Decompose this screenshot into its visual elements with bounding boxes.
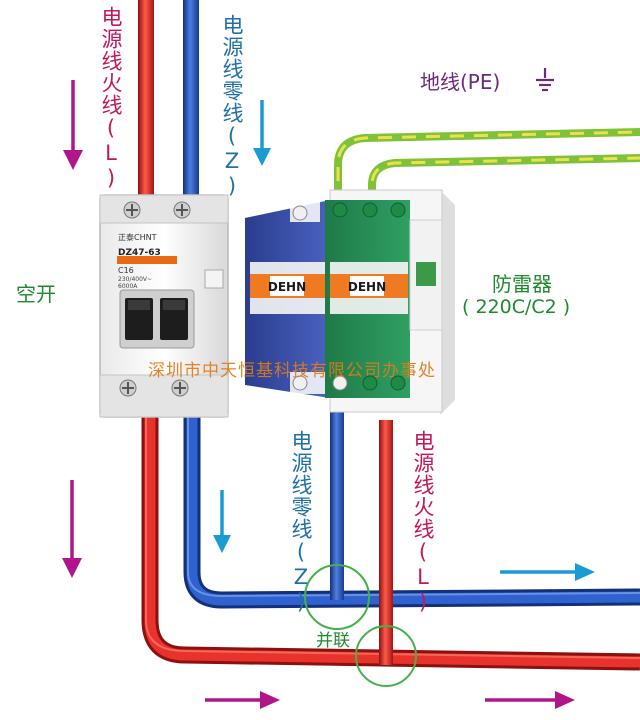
label-earth: 地线(PE) — [420, 70, 501, 94]
label-spd-model: ( 220C/C2 ) — [462, 296, 571, 318]
neutral-wire-in — [183, 0, 199, 205]
label-parallel: 并联 — [316, 631, 350, 651]
spd-left-label: DEHN — [268, 280, 306, 294]
breaker-spec1: 230/400V~ — [118, 276, 153, 283]
arrow-live-right-1 — [205, 691, 280, 709]
label-live-bottom: 电源线火线(L) — [411, 430, 435, 615]
breaker-brand: 正泰CHNT — [118, 233, 157, 242]
arrow-live-down — [62, 480, 82, 578]
spd-live-branch — [379, 420, 393, 665]
junction-circle-live — [355, 625, 417, 687]
arrow-neutral-down — [213, 490, 231, 553]
label-neutral-bottom: 电源线零线(Z) — [289, 430, 313, 615]
breaker-model: DZ47-63 — [118, 248, 161, 258]
junction-circle-neutral — [304, 564, 370, 630]
arrow-live-in — [63, 80, 83, 170]
watermark-text: 深圳市中天恒基科技有限公司办事处 — [148, 361, 436, 381]
arrow-neutral-right — [500, 563, 595, 581]
breaker-rating: C16 — [118, 266, 134, 275]
breaker-spec2: 6000A — [118, 283, 138, 290]
label-spd: 防雷器 — [492, 272, 552, 296]
spd-neutral-branch — [330, 400, 344, 600]
label-live-top: 电源线火线(L) — [99, 6, 123, 191]
earth-ground-icon — [536, 68, 554, 92]
label-breaker: 空开 — [16, 282, 56, 306]
arrow-neutral-in — [253, 100, 271, 166]
live-wire-in — [138, 0, 154, 205]
circuit-breaker — [99, 194, 229, 418]
surge-protector: DEHN DEHN — [245, 189, 455, 415]
label-neutral-top: 电源线零线(Z) — [220, 14, 244, 199]
earth-wires — [334, 128, 640, 205]
arrow-live-right-2 — [485, 691, 575, 709]
spd-right-label: DEHN — [348, 280, 386, 294]
